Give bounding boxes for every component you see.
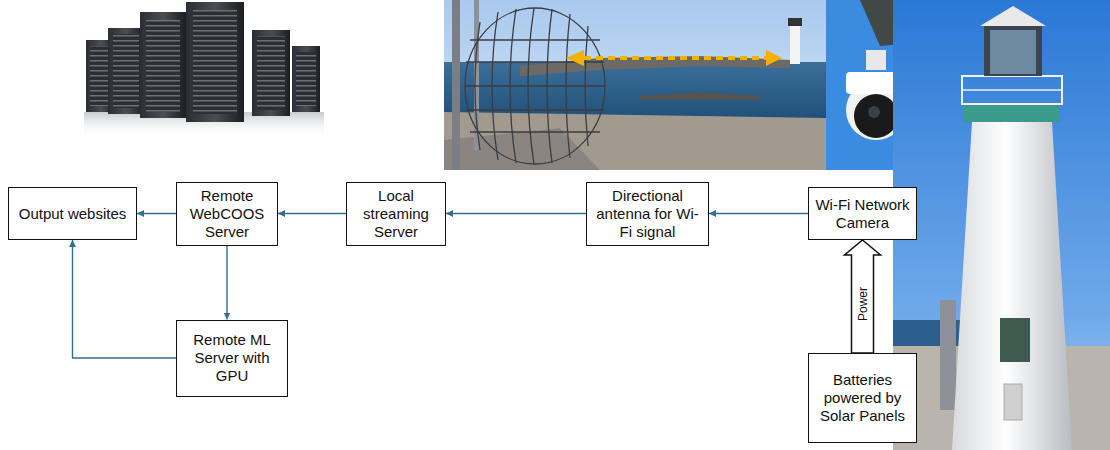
lighthouse-photo	[893, 0, 1110, 450]
connector-arrow	[137, 213, 176, 214]
connector-arrow	[73, 240, 177, 358]
server-racks	[84, 2, 324, 138]
box-label: Batteries powered by Solar Panels	[813, 371, 912, 425]
box-label: Directional antenna for Wi-Fi signal	[591, 187, 704, 241]
process-box: Remote WebCOOS Server	[176, 182, 278, 246]
power-arrow	[845, 240, 881, 353]
connector-arrow	[446, 213, 586, 214]
box-label: Remote WebCOOS Server	[181, 187, 273, 241]
process-box: Batteries powered by Solar Panels	[808, 353, 917, 443]
process-box: Wi-Fi Network Camera	[808, 187, 917, 240]
box-label: Output websites	[19, 205, 127, 223]
box-label: Wi-Fi Network Camera	[813, 196, 912, 232]
connector-arrow	[278, 213, 346, 214]
box-label: Local streaming Server	[351, 187, 441, 241]
connector-arrow	[709, 213, 808, 214]
box-label: Remote ML Server with GPU	[181, 331, 283, 385]
process-box: Local streaming Server	[346, 182, 446, 246]
connector-arrow	[226, 246, 227, 320]
edge-label: Power	[856, 285, 870, 323]
process-box: Output websites	[8, 187, 137, 240]
process-box: Remote ML Server with GPU	[176, 320, 288, 397]
process-box: Directional antenna for Wi-Fi signal	[586, 182, 709, 246]
antenna-photo	[444, 0, 826, 170]
